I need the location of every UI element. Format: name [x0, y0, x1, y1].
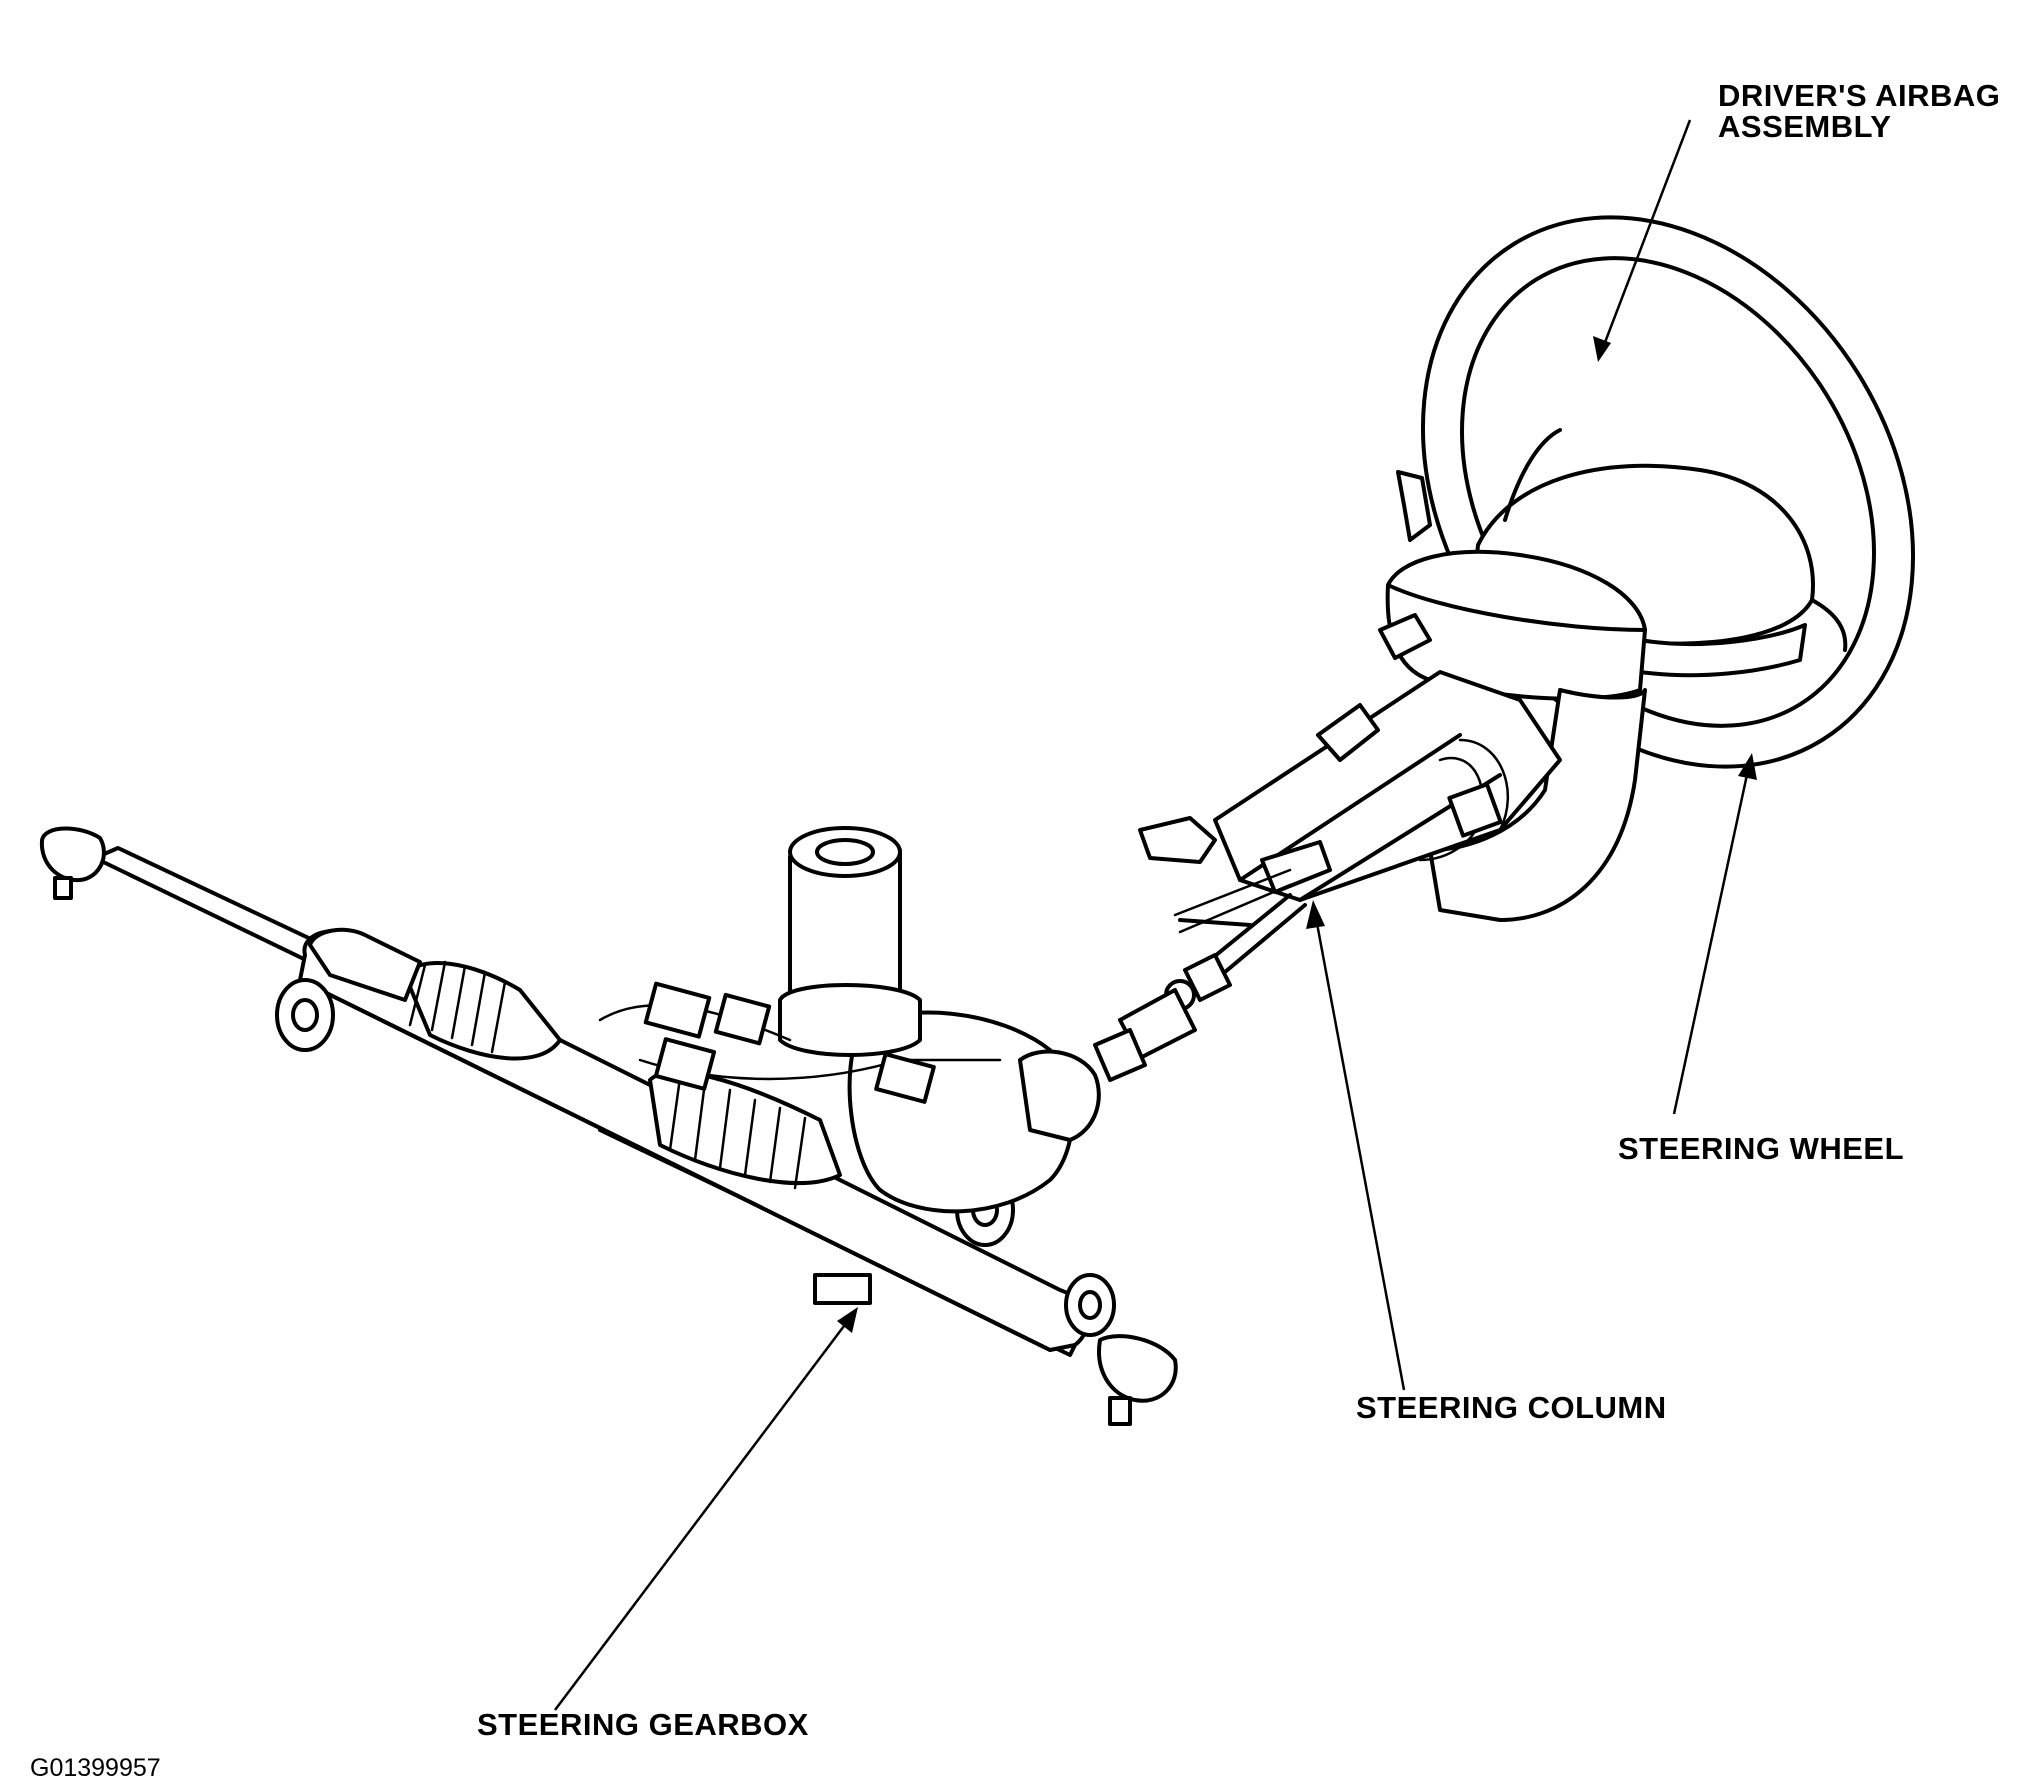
- figure-id: G01399957: [30, 1754, 161, 1782]
- left-boot-drawing: [403, 960, 562, 1061]
- steering-gearbox-label: STEERING GEARBOX: [477, 1707, 809, 1742]
- airbag-label-line2: ASSEMBLY: [1718, 109, 1892, 144]
- right-boot-drawing: [648, 1070, 842, 1190]
- airbag-label-line1: DRIVER'S AIRBAG: [1718, 78, 2001, 113]
- steering-gearbox-drawing: [39, 826, 1178, 1426]
- steering-column-label: STEERING COLUMN: [1356, 1390, 1667, 1425]
- steering-column-drawing: [1093, 613, 1562, 1082]
- assist-motor-drawing: [778, 826, 922, 1057]
- steering-wheel-label: STEERING WHEEL: [1618, 1131, 1905, 1166]
- airbag-assembly-label: DRIVER'S AIRBAG ASSEMBLY: [1718, 80, 2000, 142]
- leader-lines: [554, 119, 1757, 1711]
- column-cover-drawing: [1385, 549, 1647, 922]
